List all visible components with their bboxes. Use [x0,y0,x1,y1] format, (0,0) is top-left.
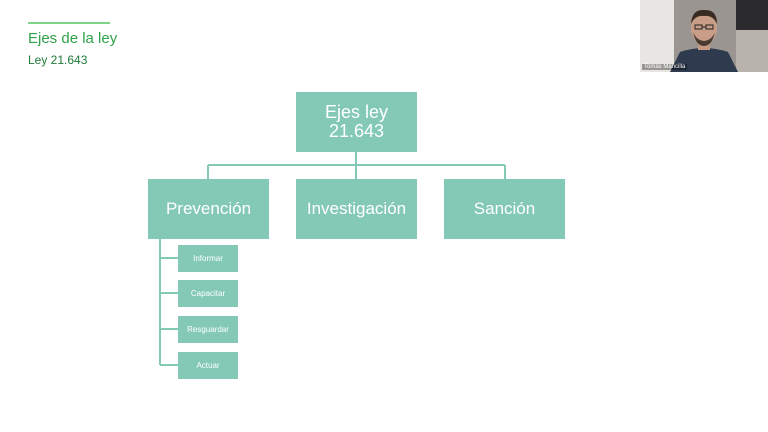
prevention-item-informar: Informar [178,245,238,272]
slide-title: Ejes de la ley [28,30,118,47]
participant-video-icon [640,0,768,72]
root-node-line1: Ejes ley [324,102,389,122]
slide-subtitle: Ley 21.643 [28,53,88,67]
prevention-item-capacitar: Capacitar [178,280,238,307]
axis-node-investigacion: Investigación [296,179,417,239]
title-accent-line [28,22,110,24]
root-node-line2: 21.643 [328,121,385,141]
prevention-item-actuar: Actuar [178,352,238,379]
diagram-root-node: Ejes ley 21.643 [296,92,417,152]
webcam-thumbnail[interactable]: Tomás Mancilla [640,0,768,72]
participant-name: Tomás Mancilla [642,64,688,70]
axis-node-sancion: Sanción [444,179,565,239]
axis-node-prevencion: Prevención [148,179,269,239]
prevention-item-resguardar: Resguardar [178,316,238,343]
